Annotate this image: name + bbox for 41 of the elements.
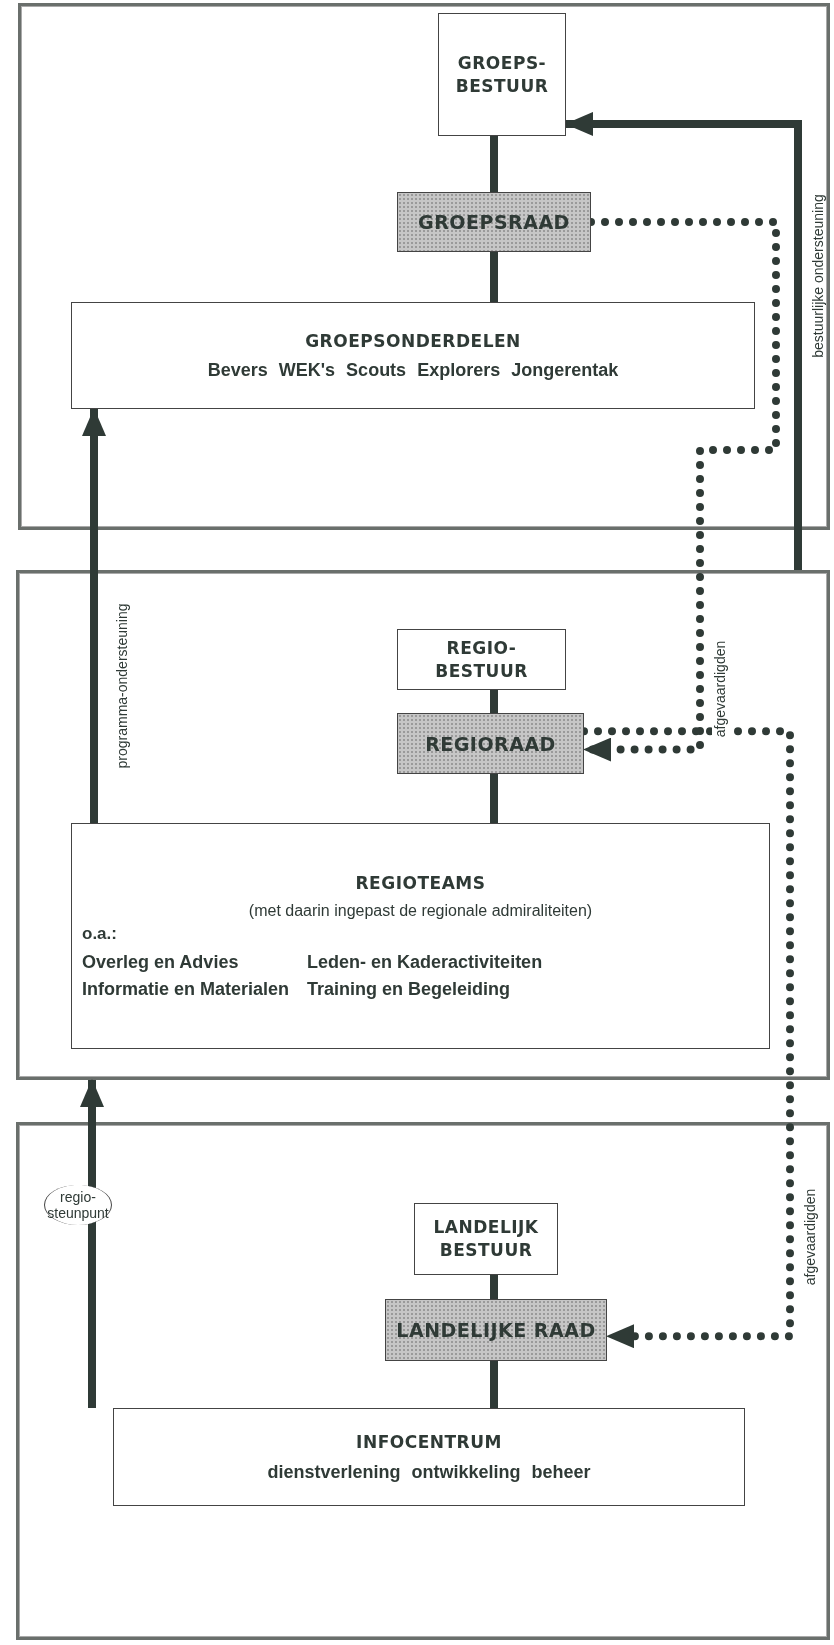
activity-text: Informatie en Materialen — [82, 979, 290, 1001]
section-panel — [16, 1122, 830, 1640]
edge-label: afgevaardigden — [802, 1186, 818, 1288]
connector-line — [490, 1361, 498, 1408]
arrow — [82, 408, 106, 823]
council-box — [397, 192, 591, 252]
activity-text: Leden- en Kaderactiviteiten — [307, 952, 543, 974]
note-text: (met daarin ingepast de regionale admiraliteiten) — [248, 902, 593, 921]
subunits-text: Bevers WEK's Scouts Explorers Jongerentak — [207, 360, 619, 382]
list-intro-text: o.a.: — [82, 924, 117, 945]
heading-text: LANDELIJKE RAAD — [396, 1319, 596, 1341]
unit-box — [71, 302, 755, 409]
unit-box — [113, 1408, 745, 1506]
edge-label: programma-ondersteuning — [114, 601, 130, 771]
heading-text: REGIORAAD — [425, 732, 556, 755]
board-box — [438, 13, 566, 136]
connector-line — [490, 774, 498, 823]
council-box — [385, 1299, 607, 1361]
heading-text: GROEPSONDERDELEN — [305, 329, 521, 353]
connector-line — [490, 1275, 498, 1299]
activity-text: Overleg en Advies — [82, 952, 240, 974]
connector-line — [490, 252, 498, 302]
board-box — [414, 1203, 558, 1275]
activity-text: Training en Begeleiding — [307, 979, 512, 1001]
connector-line — [490, 136, 498, 192]
subunits-text: dienstverlening ontwikkeling beheer — [267, 1461, 591, 1483]
heading-text: LANDELIJK BESTUUR — [432, 1216, 540, 1262]
edge-label: regio- steunpunt — [44, 1184, 112, 1225]
section-panel — [16, 570, 830, 1080]
board-box — [397, 629, 566, 690]
connector-line — [490, 690, 498, 713]
heading-text: REGIO- BESTUUR — [434, 636, 529, 683]
heading-text: GROEPS- BESTUUR — [454, 51, 550, 98]
heading-text: GROEPSRAAD — [418, 211, 570, 233]
heading-text: REGIOTEAMS — [355, 871, 486, 895]
heading-text: INFOCENTRUM — [356, 1431, 502, 1454]
section-panel — [18, 3, 830, 530]
council-box — [397, 713, 584, 774]
teams-box — [71, 823, 770, 1049]
edge-label: bestuurlijke ondersteuning — [810, 192, 826, 360]
edge-label: afgevaardigden — [712, 638, 728, 740]
